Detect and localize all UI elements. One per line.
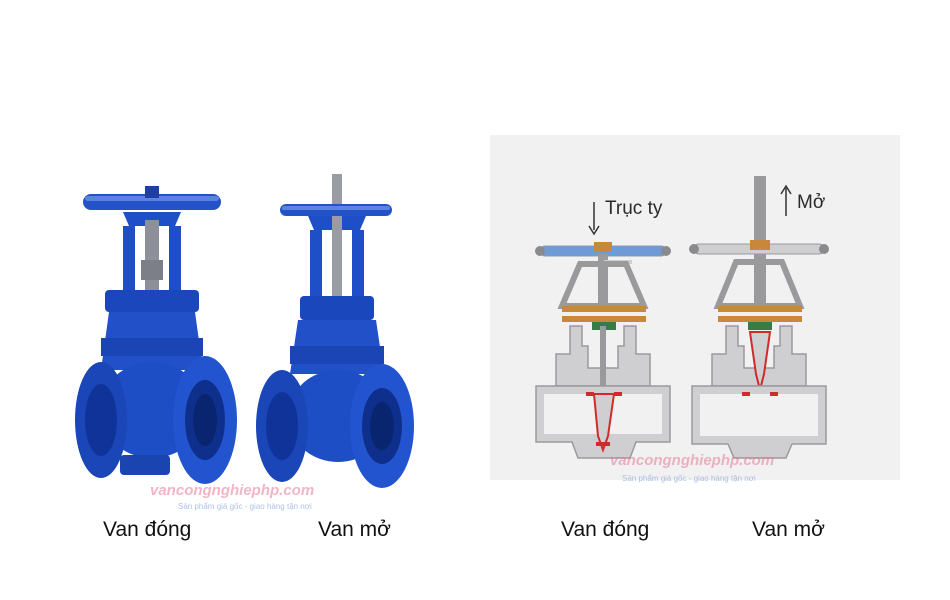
diagram-label-stem: Trục ty xyxy=(605,198,663,219)
arrow-down-icon xyxy=(588,202,600,236)
photo-caption-open: Van mở xyxy=(318,518,391,541)
diagram-label-open: Mở xyxy=(797,192,826,213)
diagram-watermark-tagline: Sản phẩm giá gốc - giao hàng tận nơi xyxy=(622,474,756,483)
arrow-up-icon xyxy=(780,184,792,216)
watermark-tagline: Sản phẩm giá gốc - giao hàng tận nơi xyxy=(178,502,312,511)
photo-caption-closed: Van đóng xyxy=(103,518,192,541)
diagram-watermark-brand: vancongnghiephp.com xyxy=(610,452,775,469)
diagram-valve-closed xyxy=(535,242,671,459)
photo-valve-open xyxy=(256,174,414,488)
diagram-valve-open xyxy=(689,176,829,459)
diagram-caption-closed: Van đóng xyxy=(561,518,650,541)
diagram-caption-open: Van mở xyxy=(752,518,825,541)
watermark-brand: vancongnghiephp.com xyxy=(150,482,315,499)
photo-valve-closed xyxy=(75,186,237,484)
